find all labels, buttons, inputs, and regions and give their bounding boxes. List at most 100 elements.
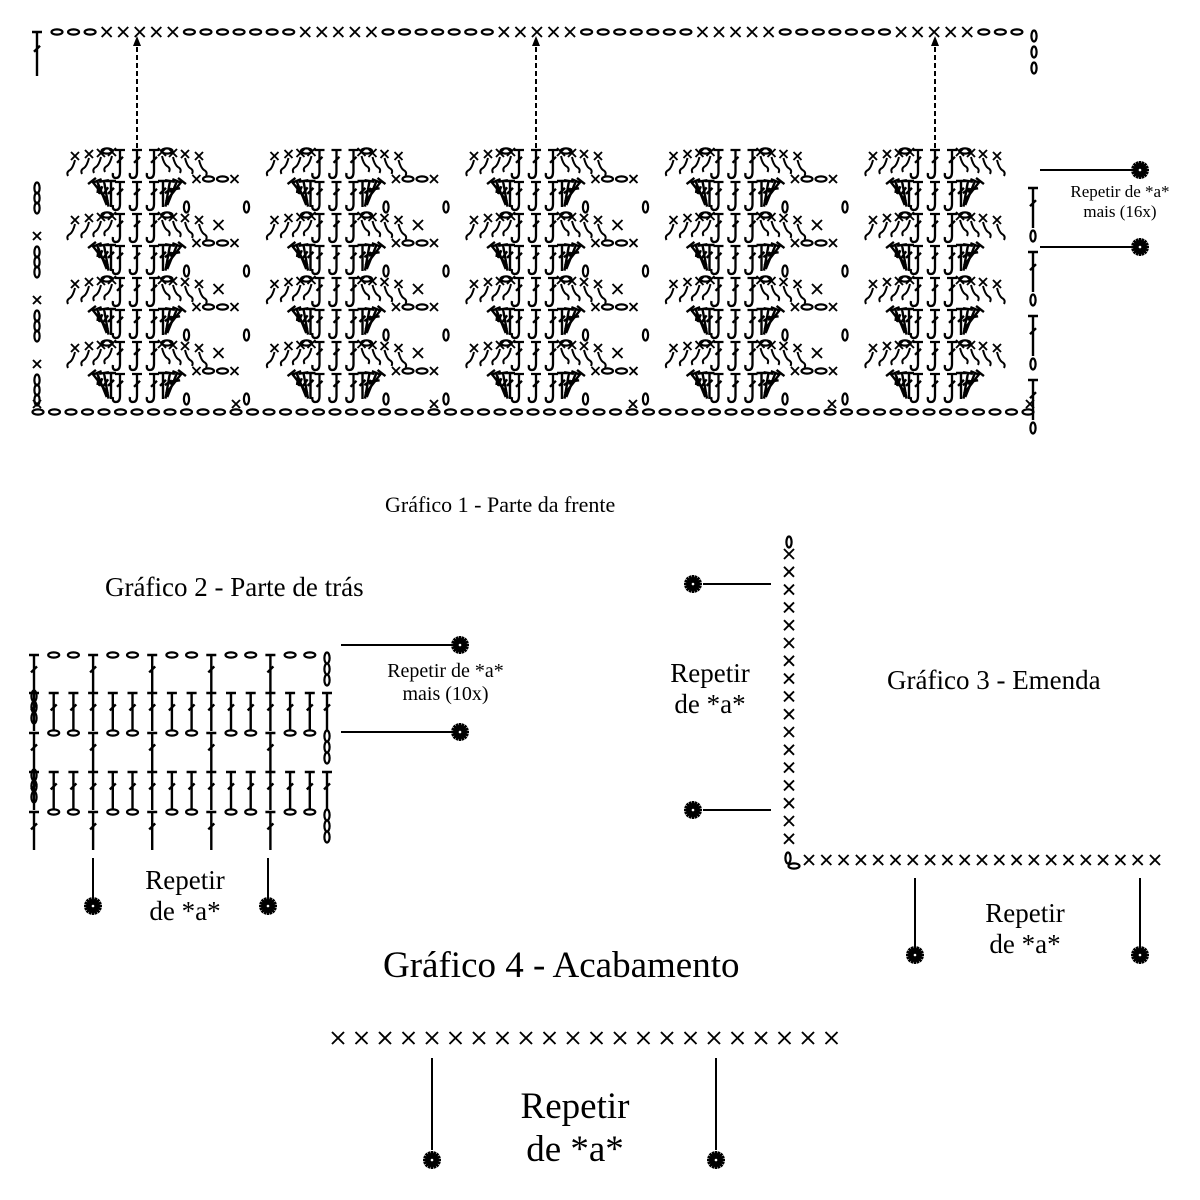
post-stitch-symbol — [311, 180, 325, 212]
single-crochet-symbol — [766, 276, 777, 286]
fan-stitch — [379, 149, 394, 175]
double-crochet-symbol — [48, 770, 59, 810]
single-crochet-symbol — [755, 211, 766, 221]
grafico-2-row — [29, 689, 332, 731]
double-crochet-symbol — [106, 307, 116, 335]
post-stitch-symbol — [943, 372, 957, 404]
post-stitch-symbol — [544, 372, 558, 404]
double-crochet-symbol — [505, 243, 515, 271]
single-crochet-symbol — [668, 343, 679, 353]
post-stitch-symbol — [145, 148, 159, 180]
chain-stitch-symbol — [303, 729, 317, 737]
single-crochet-symbol — [32, 359, 42, 369]
chain-stitch-symbol — [641, 264, 650, 278]
single-crochet-symbol — [811, 219, 823, 231]
post-stitch-symbol — [145, 212, 159, 244]
single-crochet-symbol — [696, 26, 709, 38]
double-crochet-symbol — [91, 370, 108, 398]
single-crochet-symbol — [978, 341, 988, 351]
post-stitch-symbol — [909, 340, 923, 372]
chain-stitch-symbol — [600, 175, 615, 183]
single-crochet-symbol — [306, 339, 317, 349]
double-crochet-symbol — [904, 371, 914, 399]
single-crochet-symbol — [966, 276, 976, 286]
single-crochet-symbol — [762, 26, 775, 38]
post-stitch-symbol — [909, 148, 923, 180]
single-crochet-symbol — [792, 215, 803, 225]
post-stitch-symbol — [926, 340, 940, 372]
shell-motif — [465, 339, 650, 406]
chain-stitch-symbol — [844, 28, 859, 36]
post-stitch-symbol — [510, 276, 524, 308]
single-crochet-symbol — [506, 147, 516, 157]
shell-motif — [664, 275, 849, 359]
fan-stitch — [491, 340, 505, 366]
single-crochet-symbol — [483, 341, 493, 351]
fan-stitch — [664, 151, 679, 177]
chain-stitch-symbol — [1030, 29, 1038, 43]
grafico-1-row — [32, 275, 1038, 371]
grafico-1-chart — [31, 26, 1149, 435]
fan-stitch — [302, 339, 317, 365]
single-crochet-symbol — [429, 366, 439, 376]
single-crochet-symbol — [367, 148, 378, 158]
chain-stitch-symbol — [823, 408, 837, 416]
fan-stitch — [978, 277, 992, 303]
double-crochet-symbol — [304, 691, 315, 731]
fan-stitch — [579, 341, 593, 367]
post-stitch-symbol — [128, 308, 142, 340]
single-crochet-symbol — [556, 147, 566, 157]
fan-stitch — [502, 339, 516, 365]
chain-stitch-symbol — [47, 408, 62, 416]
post-stitch-symbol — [328, 148, 342, 180]
chain-stitch-symbol — [185, 651, 199, 659]
double-crochet-symbol — [904, 243, 914, 271]
single-crochet-symbol — [295, 148, 306, 158]
chain-stitch-symbol — [415, 303, 429, 311]
single-crochet-symbol — [828, 238, 838, 248]
chain-stitch-symbol — [614, 239, 629, 247]
grafico-2-repeat-line1: Repetir de *a* — [387, 660, 504, 682]
fan-stitch — [265, 279, 280, 305]
fan-stitch — [890, 148, 904, 174]
single-crochet-symbol — [837, 854, 850, 866]
single-crochet-symbol — [783, 548, 795, 560]
single-crochet-symbol — [401, 1031, 416, 1045]
single-crochet-symbol — [1080, 854, 1092, 866]
grafico-2-bottom-repeat-label: Repetir de *a* — [120, 865, 250, 927]
chain-stitch-symbol — [215, 239, 230, 247]
chain-stitch-symbol — [182, 200, 191, 214]
single-crochet-symbol — [556, 211, 566, 221]
chain-stitch-symbol — [431, 28, 445, 36]
grafico-2-row — [29, 651, 331, 693]
chain-stitch-symbol — [30, 790, 38, 804]
single-crochet-symbol — [783, 779, 795, 792]
single-crochet-symbol — [683, 1031, 698, 1045]
fan-stitch — [966, 340, 980, 366]
fan-stitch — [291, 276, 306, 302]
fan-stitch — [157, 211, 171, 237]
chain-stitch-symbol — [773, 408, 788, 416]
single-crochet-symbol — [928, 26, 940, 38]
single-crochet-symbol — [567, 148, 577, 158]
single-crochet-symbol — [894, 148, 904, 158]
fan-stitch — [279, 277, 294, 303]
fan-stitch — [66, 151, 80, 177]
single-crochet-symbol — [32, 399, 42, 409]
double-crochet-symbol — [245, 770, 256, 810]
post-stitch-symbol — [544, 340, 558, 372]
single-crochet-symbol — [868, 151, 878, 161]
chain-stitch-symbol — [414, 28, 428, 36]
post-stitch-symbol — [510, 148, 524, 180]
post-stitch-symbol — [345, 244, 359, 276]
shell-motif — [66, 147, 251, 231]
single-crochet-symbol — [783, 655, 795, 667]
single-crochet-symbol — [295, 212, 306, 222]
fan-stitch — [678, 341, 693, 367]
single-crochet-symbol — [283, 149, 294, 159]
chain-stitch-symbol — [442, 392, 450, 406]
double-crochet-symbol — [304, 770, 315, 810]
chain-stitch-symbol — [600, 367, 615, 375]
chain-stitch-symbol — [877, 28, 892, 36]
